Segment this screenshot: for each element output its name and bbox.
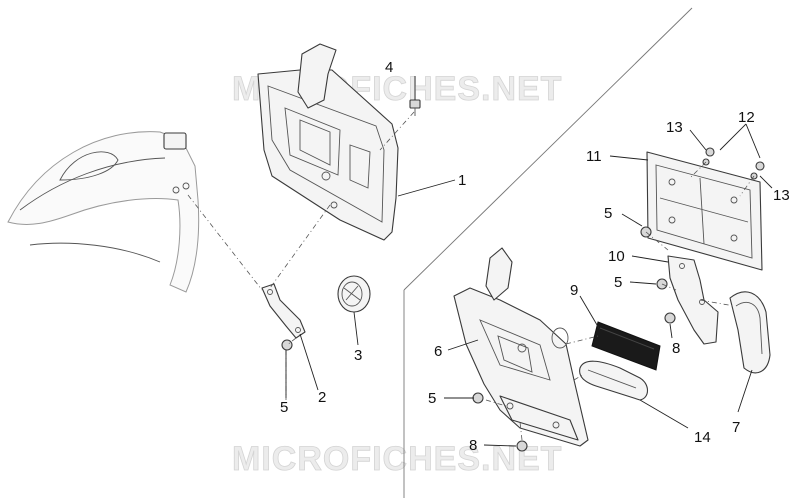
callout-3: 3 [354, 347, 362, 364]
part-2-bracket [261, 283, 306, 339]
part-10-bracket [667, 255, 719, 345]
part-8-nut-lower [516, 440, 528, 452]
callout-5-mid: 5 [614, 274, 622, 291]
part-5-nut-left [281, 339, 293, 351]
callout-12: 12 [738, 109, 755, 126]
part-4-screw [409, 99, 421, 116]
callout-10: 10 [608, 248, 625, 265]
callout-5-lower: 5 [428, 390, 436, 407]
callout-2: 2 [318, 389, 326, 406]
part-8-nut-mid [664, 312, 676, 324]
callout-8-mid: 8 [672, 340, 680, 357]
callout-6: 6 [434, 343, 442, 360]
callout-5-left: 5 [280, 399, 288, 416]
callout-8-lower: 8 [469, 437, 477, 454]
callout-7: 7 [732, 419, 740, 436]
callout-labels: 1 2 3 4 5 5 5 5 6 7 8 8 9 10 11 12 13 13… [280, 59, 790, 454]
part-11-plate [646, 151, 763, 271]
part-9-lens [591, 321, 661, 371]
callout-11: 11 [586, 148, 602, 165]
part-7-reflector [729, 291, 771, 374]
callout-14: 14 [694, 429, 711, 446]
section-divider [403, 7, 693, 291]
callout-13-left: 13 [666, 119, 683, 136]
part-3-lamp [337, 275, 371, 313]
leader-lines [285, 76, 773, 447]
rear-fender [7, 131, 200, 293]
callout-5-upper: 5 [604, 205, 612, 222]
part-5-nut-lower [472, 392, 484, 404]
part-1-plate-holder [257, 43, 399, 241]
part-6-holder [453, 247, 589, 447]
callout-1: 1 [458, 172, 466, 189]
assembly-lines [187, 111, 755, 441]
callout-9: 9 [570, 282, 578, 299]
callout-13-right: 13 [773, 187, 790, 204]
part-14-gasket [579, 360, 649, 401]
callout-4: 4 [385, 59, 393, 76]
